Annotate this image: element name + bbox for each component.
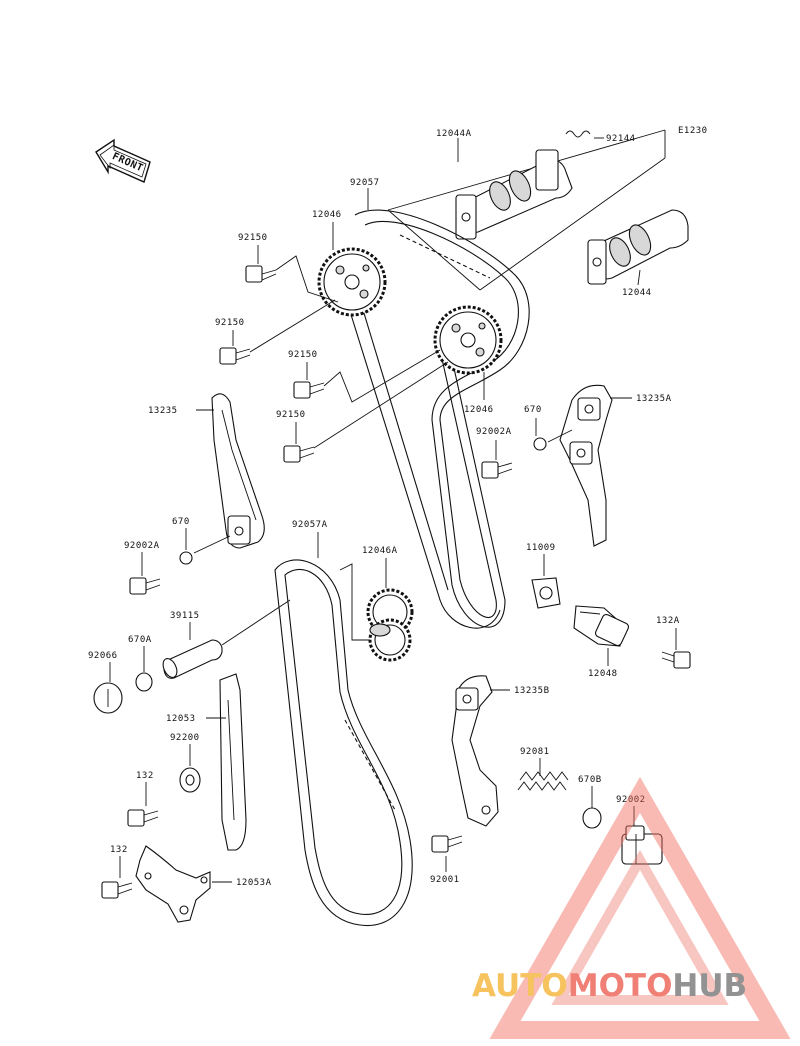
part-label-92150-b: 92150 — [215, 318, 245, 328]
part-label-11009: 11009 — [526, 543, 556, 553]
washer-92200-icon — [179, 767, 201, 793]
part-label-92002: 92002 — [616, 795, 646, 805]
bolt-132-a-icon — [127, 809, 159, 827]
part-label-670-left: 670 — [172, 517, 190, 527]
part-label-92081: 92081 — [520, 747, 550, 757]
chain-guide-13235B-icon — [451, 675, 499, 827]
part-label-92002A-left: 92002A — [124, 541, 160, 551]
part-label-132A: 132A — [656, 616, 680, 626]
chain-guide-12053-icon — [219, 673, 247, 851]
o-ring-670B-icon — [582, 807, 602, 829]
camshaft-12044A-icon — [455, 149, 573, 240]
part-label-92057: 92057 — [350, 178, 380, 188]
spring-92144-icon — [565, 130, 604, 139]
o-ring-670-left-icon — [179, 551, 193, 565]
plug-92002-icon — [621, 825, 663, 865]
part-label-13235: 13235 — [148, 406, 178, 416]
part-label-92057A: 92057A — [292, 520, 328, 530]
part-label-12053A: 12053A — [236, 878, 272, 888]
bolt-92150-a-icon — [245, 265, 277, 283]
part-label-12044A: 12044A — [436, 129, 472, 139]
plug-92066-icon — [93, 682, 123, 714]
tensioner-12048-icon — [573, 605, 629, 647]
bolt-92150-b-icon — [219, 347, 251, 365]
part-label-92066: 92066 — [88, 651, 118, 661]
part-label-92002A-right: 92002A — [476, 427, 512, 437]
part-label-132-a: 132 — [136, 771, 154, 781]
diagram-code: E1230 — [678, 126, 708, 136]
bolt-92150-d-icon — [283, 445, 315, 463]
bolt-132-b-icon — [101, 881, 133, 899]
part-label-92150-d: 92150 — [276, 410, 306, 420]
part-label-12053: 12053 — [166, 714, 196, 724]
part-label-13235B: 13235B — [514, 686, 550, 696]
camshaft-12044-icon — [587, 209, 689, 285]
part-label-39115: 39115 — [170, 611, 200, 621]
pin-39115-icon — [162, 639, 223, 679]
part-label-132-b: 132 — [110, 845, 128, 855]
bolt-92002A-right-icon — [481, 461, 513, 479]
o-ring-670A-icon — [135, 672, 153, 692]
spring-92081-icon — [517, 771, 569, 791]
sprocket-12046A-icon — [366, 588, 414, 662]
gasket-11009-icon — [531, 577, 561, 609]
sprocket-12046-middle-icon — [433, 305, 503, 375]
camshaft-bracket — [387, 129, 666, 291]
part-label-13235A: 13235A — [636, 394, 672, 404]
cam-chain-92057A-icon — [274, 559, 413, 927]
part-label-12048: 12048 — [588, 669, 618, 679]
part-label-92150-c: 92150 — [288, 350, 318, 360]
chain-guide-13235-icon — [211, 393, 265, 549]
sprocket-12046-upper-icon — [317, 247, 387, 317]
bolt-92150-c-icon — [293, 381, 325, 399]
chain-guide-12053A-icon — [135, 845, 211, 923]
part-label-92001: 92001 — [430, 875, 460, 885]
part-label-670A: 670A — [128, 635, 152, 645]
part-label-92200: 92200 — [170, 733, 200, 743]
part-label-92150-a: 92150 — [238, 233, 268, 243]
watermark-text: AUTOMOTOHUB — [472, 968, 747, 1004]
part-label-12044: 12044 — [622, 288, 652, 298]
part-label-92144: 92144 — [606, 134, 636, 144]
part-label-670B: 670B — [578, 775, 602, 785]
part-label-12046A: 12046A — [362, 546, 398, 556]
front-arrow-icon: FRONT — [95, 138, 151, 183]
o-ring-670-icon — [533, 437, 547, 451]
part-label-12046-mid: 12046 — [464, 405, 494, 415]
bolt-92001-icon — [431, 835, 463, 853]
watermark-logo: AUTOMOTOHUB — [472, 776, 791, 1039]
bolt-132A-icon — [661, 651, 691, 669]
part-label-670: 670 — [524, 405, 542, 415]
tensioner-arm-13235A-icon — [559, 384, 613, 547]
bolt-92002A-left-icon — [129, 577, 161, 595]
part-label-12046-top: 12046 — [312, 210, 342, 220]
